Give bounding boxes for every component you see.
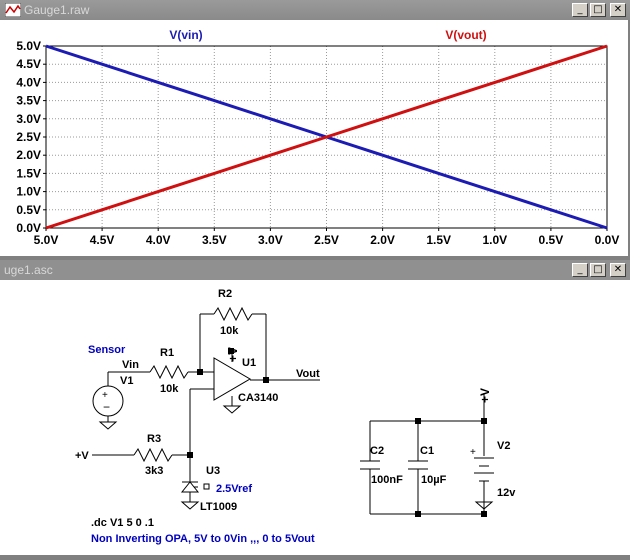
svg-text:−: − <box>103 400 110 414</box>
u1-opamp[interactable] <box>213 357 251 401</box>
waveform-chart[interactable]: 5.0V 4.5V 4.0V 3.5V 3.0V 2.5V 2.0V 1.5V 1.0V 0.5V… <box>0 20 628 256</box>
x-tick-label: 4.0V <box>146 233 171 247</box>
legend-vout[interactable]: V(vout) <box>445 28 486 42</box>
spice-directive[interactable]: .dc V1 5 0 .1 <box>91 517 154 529</box>
y-tick-label: 4.0V <box>16 75 41 89</box>
u1-model[interactable]: CA3140 <box>238 392 278 404</box>
x-tick-label: 1.0V <box>482 233 507 247</box>
waveform-window: Gauge1.raw _ □ ✕ 5.0V 4.5V 4.0V 3.5V 3.0V 2.5… <box>0 0 630 258</box>
y-tick-label: 1.0V <box>16 185 41 199</box>
minimize-button[interactable]: _ <box>572 3 588 17</box>
x-tick-label: 2.0V <box>370 233 395 247</box>
minimize-button[interactable]: _ <box>572 263 588 277</box>
r3-value[interactable]: 3k3 <box>145 465 163 477</box>
ground-icon <box>474 501 494 510</box>
u3-model[interactable]: LT1009 <box>200 501 237 513</box>
ground-icon <box>222 405 242 414</box>
y-tick-label: 0.5V <box>16 203 41 217</box>
x-tick-label: 3.5V <box>202 233 227 247</box>
u3-label[interactable]: U3 <box>206 465 220 477</box>
x-tick-label: 4.5V <box>90 233 115 247</box>
schematic-comment[interactable]: Non Inverting OPA, 5V to 0Vin ,,, 0 to 5… <box>91 533 315 545</box>
right-supply-label: +V <box>478 388 492 403</box>
vref-net-label[interactable]: 2.5Vref <box>216 483 252 495</box>
c2-value[interactable]: 100nF <box>371 474 403 486</box>
r2-value[interactable]: 10k <box>220 325 239 337</box>
opamp-supply-label: +V <box>226 347 240 362</box>
svg-text:+: + <box>470 447 476 458</box>
waveform-title: Gauge1.raw <box>24 3 90 17</box>
legend-vin[interactable]: V(vin) <box>169 28 202 42</box>
r3-resistor[interactable] <box>133 447 173 463</box>
schematic-drawing[interactable]: + − + +V +V Sensor Vin V1 R1 10k R2 10k … <box>0 280 630 555</box>
v1-label[interactable]: V1 <box>120 375 133 387</box>
y-tick-label: 1.5V <box>16 166 41 180</box>
waveform-app-icon <box>5 3 21 17</box>
y-tick-label: 3.5V <box>16 94 41 108</box>
x-tick-label: 0.5V <box>539 233 564 247</box>
schematic-window: uge1.asc _ □ ✕ <box>0 260 630 555</box>
r1-label[interactable]: R1 <box>160 347 174 359</box>
r1-resistor[interactable] <box>149 364 189 380</box>
plot-area[interactable]: 5.0V 4.5V 4.0V 3.5V 3.0V 2.5V 2.0V 1.5V 1.0V 0.5V… <box>0 20 628 256</box>
close-button[interactable]: ✕ <box>610 3 626 17</box>
c1-value[interactable]: 10µF <box>421 474 447 486</box>
y-tick-label: 0.0V <box>16 221 41 235</box>
y-tick-label: 2.5V <box>16 130 41 144</box>
sensor-label[interactable]: Sensor <box>88 344 126 356</box>
y-tick-label: 3.0V <box>16 112 41 126</box>
schematic-title: uge1.asc <box>4 263 53 277</box>
svg-text:+: + <box>102 390 108 401</box>
r2-resistor[interactable] <box>213 306 253 322</box>
x-tick-label: 5.0V <box>34 233 59 247</box>
v2-value[interactable]: 12v <box>497 487 516 499</box>
r1-value[interactable]: 10k <box>160 383 179 395</box>
v2-label[interactable]: V2 <box>497 440 510 452</box>
x-tick-label: 0.0V <box>595 233 620 247</box>
x-tick-label: 2.5V <box>314 233 339 247</box>
ground-icon <box>98 421 118 430</box>
maximize-button[interactable]: □ <box>590 3 606 17</box>
series-vout-line[interactable] <box>45 44 608 230</box>
vplus-input-label[interactable]: +V <box>75 450 89 462</box>
y-tick-label: 4.5V <box>16 57 41 71</box>
maximize-button[interactable]: □ <box>590 263 606 277</box>
vin-net-label[interactable]: Vin <box>122 359 139 371</box>
y-tick-label: 5.0V <box>16 39 41 53</box>
vout-net-label[interactable]: Vout <box>296 368 320 380</box>
x-tick-label: 3.0V <box>258 233 283 247</box>
c1-label[interactable]: C1 <box>420 445 434 457</box>
schematic-canvas[interactable]: + − + +V +V Sensor Vin V1 R1 10k R2 10k … <box>0 280 630 555</box>
y-tick-label: 2.0V <box>16 148 41 162</box>
waveform-titlebar[interactable]: Gauge1.raw _ □ ✕ <box>0 0 630 20</box>
close-button[interactable]: ✕ <box>610 263 626 277</box>
schematic-titlebar[interactable]: uge1.asc _ □ ✕ <box>0 260 630 280</box>
ground-icon <box>180 501 200 510</box>
u1-label[interactable]: U1 <box>242 357 256 369</box>
x-tick-label: 1.5V <box>426 233 451 247</box>
r2-label[interactable]: R2 <box>218 288 232 300</box>
c2-label[interactable]: C2 <box>370 445 384 457</box>
r3-label[interactable]: R3 <box>147 433 161 445</box>
